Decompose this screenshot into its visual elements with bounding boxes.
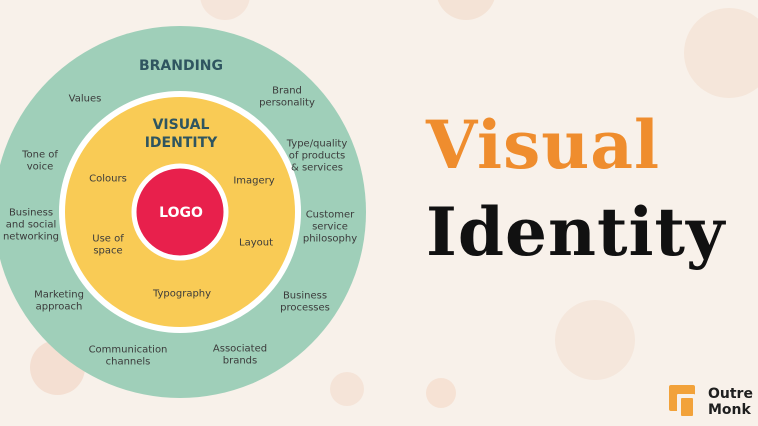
- background-blob: [200, 0, 250, 20]
- outremonk-logo-icon: [669, 385, 695, 416]
- brand-name-line1: Outre: [708, 386, 753, 402]
- visual-identity-item: Colours: [89, 174, 127, 185]
- visual-identity-item: Typography: [152, 289, 211, 300]
- visual-identity-item: Layout: [239, 238, 273, 249]
- brand-name: Outre Monk: [708, 386, 753, 418]
- branding-title: BRANDING: [139, 58, 223, 74]
- branding-item: Values: [69, 94, 102, 105]
- logo-label: LOGO: [159, 205, 203, 221]
- logo-circle: [131, 163, 229, 261]
- background-blob: [684, 8, 758, 98]
- title-identity: Identity: [426, 193, 726, 271]
- background-blob: [436, 0, 496, 20]
- visual-identity-item: Imagery: [233, 176, 274, 187]
- title-visual: Visual: [426, 106, 661, 184]
- background-blob: [426, 378, 456, 408]
- brand-name-line2: Monk: [708, 402, 751, 418]
- background-blob: [555, 300, 635, 380]
- background-blob: [330, 372, 364, 406]
